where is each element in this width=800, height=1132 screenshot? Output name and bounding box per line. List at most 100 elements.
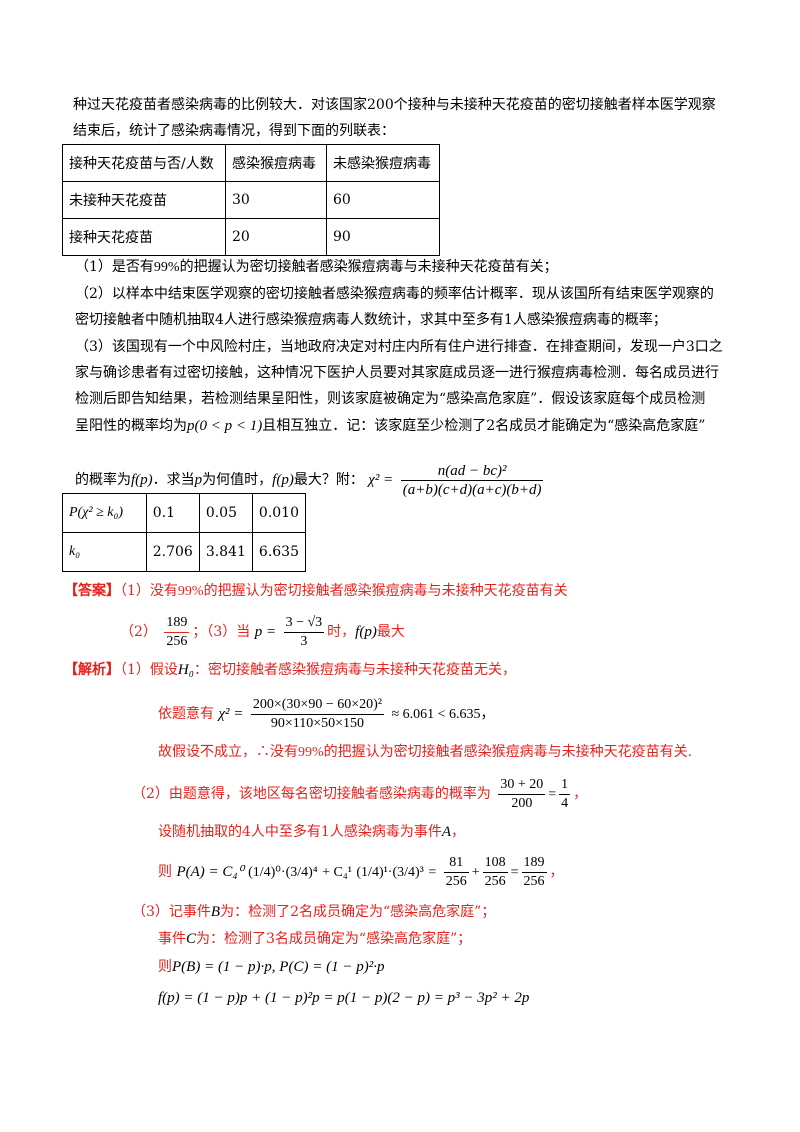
table-cell: 20 (225, 218, 327, 256)
table-row: 接种天花疫苗 20 90 (62, 218, 440, 256)
analysis-line-6: 则 P(A) = C₄⁰ (1/4)⁰·(3/4)⁴ + C₄¹ (1/4)¹·… (158, 850, 564, 895)
analysis-2-frac2: 108 256 (482, 854, 508, 891)
analysis-line-4: （2）由题意得，该地区每名密切接触者感染病毒的概率为 30 + 20 200 =… (132, 772, 587, 817)
analysis-chi: χ² = (218, 706, 244, 722)
table-cell: 90 (326, 218, 440, 256)
analysis-line-1: 【解析】（1）假设H₀：密切接触者感染猴痘病毒与未接种天花疫苗无关， (64, 660, 516, 680)
table-cell: k₀ (62, 532, 147, 572)
analysis-3-formula: P(B) = (1 − p)·p, P(C) = (1 − p)²·p (172, 959, 385, 975)
q1-pre: （1）是否有 (75, 259, 154, 275)
table-header-cell: 感染猴痘病毒 (225, 144, 327, 182)
answer-2-mid: ；（3）当 (192, 624, 251, 640)
analysis-2-fraction: 30 + 20 200 (498, 776, 546, 813)
table-row: P(χ² ≥ k₀) 0.1 0.05 0.010 (62, 493, 307, 533)
q3-l4-post: 且相互独立．记：该家庭至少检测了2名成员才能确定为“感染高危家庭” (262, 418, 706, 434)
answer-3-p: p = (254, 624, 277, 640)
answer-1-pct: 99% (177, 584, 204, 599)
q3-l5-pre: 的概率为 (75, 472, 131, 488)
answer-line-2: （2） 189 256 ；（3）当 p = 3 − √3 3 时，f(p)最大 (120, 610, 405, 654)
table-cell: 60 (326, 181, 440, 219)
analysis-2-frac1-num: 81 (443, 854, 469, 873)
analysis-2-pre: （2）由题意得，该地区每名密切接触者感染病毒的概率为 (132, 786, 491, 802)
chi-square-denominator: (a+b)(c+d)(a+c)(b+d) (402, 481, 542, 498)
question-3-line-2: 家与确诊患者有过密切接触，这种情况下医护人员要对其家庭成员逐一进行猴痘病毒检测．… (75, 365, 719, 381)
question-1: （1）是否有99%的把握认为密切接触者感染猴痘病毒与未接种天花疫苗有关； (75, 257, 558, 278)
analysis-1-pre: （1）假设 (120, 662, 178, 678)
analysis-2-then: 则 (158, 864, 172, 880)
analysis-2-event-post: ， (451, 824, 465, 840)
answer-3-post: 最大 (376, 624, 405, 640)
question-3-line-1: （3）该国现有一个中风险村庄，当地政府决定对村庄内所有住户进行排查．在排查期间，… (75, 339, 723, 355)
chi-square-formula: n(ad − bc)² (a+b)(c+d)(a+c)(b+d) (400, 462, 544, 499)
analysis-2-plus: + C₄¹ (322, 865, 352, 880)
q1-pct: 99% (153, 260, 180, 275)
analysis-chi-numerator: 200×(30×90 − 60×20)² (250, 696, 384, 715)
intro-line-1: 种过天花疫苗者感染病毒的比例较大．对该国家200个接种与未接种天花疫苗的密切接触… (73, 97, 716, 113)
analysis-tag: 【解析】 (64, 662, 120, 678)
analysis-line-9: 则P(B) = (1 − p)·p, P(C) = (1 − p)²·p (158, 957, 384, 977)
answer-1-pre: （1）没有 (120, 583, 178, 599)
analysis-line-5: 设随机抽取的4人中至多有1人感染病毒为事件A， (158, 822, 465, 842)
q3-condition: p(0 < p < 1) (187, 418, 263, 434)
table-cell: 0.1 (145, 493, 200, 533)
table-cell: 2.706 (145, 532, 200, 572)
q3-l5-mid2: 为何值时， (202, 472, 273, 488)
analysis-2-frac1: 81 256 (443, 854, 469, 891)
answer-line-1: 【答案】（1）没有99%的把握认为密切接触者感染猴痘病毒与未接种天花疫苗有关 (64, 581, 568, 602)
analysis-chi-denominator: 90×110×50×150 (270, 715, 365, 731)
analysis-2-frac3-num: 189 (521, 854, 547, 873)
question-2-line-1: （2）以样本中结束医学观察的密切接触者感染猴痘病毒的频率估计概率．现从该国所有结… (75, 286, 714, 302)
table-row: 未接种天花疫苗 30 60 (62, 181, 440, 219)
analysis-2-result-num: 1 (559, 776, 571, 795)
analysis-3-B-post: 为：检测了2名成员确定为“感染高危家庭”； (220, 904, 496, 920)
analysis-2-frac2-den: 256 (484, 873, 506, 889)
question-2-line-2: 密切接触者中随机抽取4人进行感染猴痘病毒人数统计，求其中至多有1人感染猴痘病毒的… (75, 312, 667, 328)
intro-line-2: 结束后，统计了感染病毒情况，得到下面的列联表： (73, 123, 395, 139)
analysis-2-frac3-den: 256 (523, 873, 545, 889)
analysis-1-concl-pre: 故假设不成立，∴没有 (158, 744, 298, 760)
table-header-cell: 接种天花疫苗与否/人数 (62, 144, 226, 182)
answer-tag: 【答案】 (64, 583, 120, 599)
analysis-2-eq: = (548, 787, 557, 802)
answer-3-numerator: 3 − √3 (283, 614, 325, 633)
analysis-1-post: ：密切接触者感染猴痘病毒与未接种天花疫苗无关， (193, 662, 516, 678)
analysis-3-fp: f(p) = (1 − p)p + (1 − p)²p = p(1 − p)(2… (158, 990, 530, 1006)
chi-square-lhs: χ² = (368, 472, 394, 488)
answer-2-denominator: 256 (166, 633, 188, 649)
table-row: k₀ 2.706 3.841 6.635 (62, 532, 307, 572)
analysis-2-eq2: = (428, 865, 437, 880)
analysis-2-plus2: + (471, 865, 480, 880)
analysis-2-PA: P(A) = C₄⁰ (176, 864, 244, 880)
analysis-3-C-post: 为：检测了3名成员确定为“感染高危家庭”； (196, 931, 472, 947)
q3-fp: f(p) (131, 472, 153, 488)
analysis-3-C: C (186, 931, 197, 947)
analysis-2-eq3: = (510, 865, 519, 880)
table-cell: 0.05 (198, 493, 253, 533)
analysis-2-result-den: 4 (561, 795, 569, 811)
analysis-2-frac2-num: 108 (482, 854, 508, 873)
analysis-3-C-pre: 事件 (158, 931, 186, 947)
analysis-2-result: 1 4 (559, 776, 571, 813)
analysis-line-2: 依题意有 χ² = 200×(30×90 − 60×20)² 90×110×50… (158, 692, 495, 737)
analysis-2-frac3: 189 256 (521, 854, 547, 891)
answer-3-fp: f(p) (355, 624, 377, 640)
table-cell: 接种天花疫苗 (62, 218, 226, 256)
q3-p: p (194, 472, 203, 488)
answer-2-fraction: 189 256 (164, 614, 190, 651)
analysis-2-numerator: 30 + 20 (498, 776, 546, 795)
analysis-line-10: f(p) = (1 − p)p + (1 − p)²p = p(1 − p)(2… (158, 988, 529, 1008)
answer-2-pre: （2） (120, 624, 157, 640)
table-header-cell: 未感染猴痘病毒 (326, 144, 440, 182)
table-cell: 30 (225, 181, 327, 219)
question-3-line-3: 检测后即告知结果，若检测结果呈阳性，则该家庭被确定为“感染高危家庭”．假设该家庭… (75, 391, 706, 407)
analysis-2-denominator: 200 (511, 795, 533, 811)
analysis-2-end: ， (549, 864, 564, 880)
analysis-2-comma: ， (573, 786, 588, 802)
question-3-line-4: 呈阳性的概率均为p(0 < p < 1)且相互独立．记：该家庭至少检测了2名成员… (75, 416, 705, 436)
table-cell: 未接种天花疫苗 (62, 181, 226, 219)
analysis-line-3: 故假设不成立，∴没有99%的把握认为密切接触者感染猴痘病毒与未接种天花疫苗有关. (158, 742, 692, 763)
table-header-row: 接种天花疫苗与否/人数 感染猴痘病毒 未感染猴痘病毒 (62, 144, 440, 182)
contingency-table: 接种天花疫苗与否/人数 感染猴痘病毒 未感染猴痘病毒 未接种天花疫苗 30 60… (62, 144, 440, 256)
table-cell: 6.635 (251, 532, 307, 572)
analysis-line-7: （3）记事件B为：检测了2名成员确定为“感染高危家庭”； (132, 902, 495, 922)
